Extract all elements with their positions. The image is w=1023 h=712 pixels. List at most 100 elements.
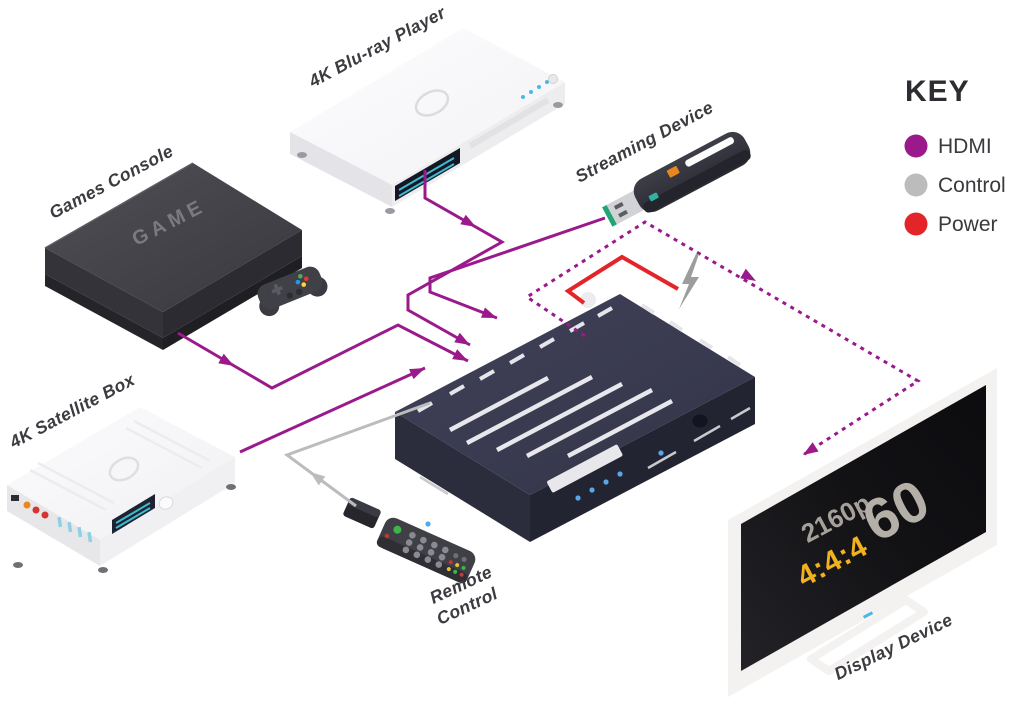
games-console-base-left <box>45 274 163 350</box>
hdmi-arrow <box>409 368 425 380</box>
blu-ray-foot <box>553 102 563 108</box>
satellite-foot <box>226 484 236 490</box>
controller-button-blue <box>295 279 301 285</box>
controller-stick-right <box>295 288 303 296</box>
usb-connector-slot <box>618 209 628 218</box>
controller-stick-left <box>286 292 294 299</box>
connection-lines <box>177 170 921 508</box>
hdmi-line-satellite <box>239 366 426 454</box>
streaming-stick-led <box>648 192 659 202</box>
streaming-stick-body <box>633 131 751 213</box>
remote-power-button <box>393 525 402 534</box>
satellite-display-line <box>115 507 151 529</box>
switcher-power-connector <box>580 292 596 308</box>
key-dot-power <box>904 212 928 236</box>
remote-colored-buttons <box>446 553 467 577</box>
blu-ray-top-circle <box>414 89 450 117</box>
hdmi-arrow <box>452 349 468 361</box>
satellite-front-button <box>158 496 174 510</box>
switcher-input-ports <box>417 306 613 413</box>
satellite-vent <box>133 419 211 463</box>
key-legend: KEY HDMI Control Power <box>904 75 1006 236</box>
tv-power-led <box>862 611 874 619</box>
games-console: GAME <box>44 162 328 350</box>
satellite-port-blue <box>67 521 73 533</box>
satellite-front-ports <box>57 516 93 543</box>
blu-ray-led <box>537 85 541 89</box>
satellite-port-blue <box>87 531 93 543</box>
blu-ray-left-face <box>290 132 392 207</box>
key-dot-control <box>904 173 928 197</box>
tv-stand <box>807 596 928 675</box>
games-console-base-right <box>163 256 302 350</box>
hdmi-line-console <box>177 323 469 390</box>
hdmi-arrow <box>218 353 234 366</box>
satellite-port-blue <box>77 526 83 538</box>
streaming-stick-slot <box>685 137 735 167</box>
satellite-vent <box>37 461 115 505</box>
satellite-vent <box>29 468 107 512</box>
satellite-port-blue <box>57 516 63 528</box>
switcher-vent-slats <box>448 375 674 458</box>
games-console-edge-highlight <box>44 162 194 249</box>
usb-connector-tip <box>602 205 617 227</box>
remote-record-button <box>384 533 390 539</box>
remote-body-shade <box>376 536 468 584</box>
usb-connector-slot <box>613 201 624 210</box>
display-device: 2160p 4:4:4 60 <box>728 368 997 697</box>
switcher-front-leds <box>425 450 664 527</box>
controller-button-yellow <box>301 282 307 287</box>
satellite-rca-red <box>41 511 49 519</box>
ir-receiver-top <box>348 497 381 518</box>
hdmi-arrow <box>740 268 756 281</box>
satellite-top <box>7 407 235 540</box>
remote-body <box>378 517 476 582</box>
power-line <box>564 254 679 305</box>
streaming-stick-shade <box>643 150 751 213</box>
satellite-right-face <box>100 457 235 566</box>
control-arrow <box>310 472 326 486</box>
blu-ray-foot <box>297 152 307 158</box>
hdmi-arrow <box>803 442 819 455</box>
game-controller <box>257 266 328 317</box>
ir-receiver <box>343 497 381 529</box>
hdmi-arrow <box>460 214 476 227</box>
blu-ray-player <box>290 28 565 214</box>
controller-button-green <box>298 273 303 279</box>
switcher-output-ports <box>640 303 742 367</box>
key-title: KEY <box>905 75 970 108</box>
controller-dpad-v <box>273 283 281 296</box>
blu-ray-led <box>545 80 549 84</box>
streaming-device <box>602 131 751 227</box>
switcher-front-slot <box>547 444 623 493</box>
hdmi-line-streaming <box>428 216 606 320</box>
controller-button-red <box>303 276 309 282</box>
blu-ray-button <box>548 74 558 84</box>
switcher-top <box>395 294 755 495</box>
satellite-rca-red <box>32 506 40 514</box>
satellite-rca-orange <box>23 501 31 509</box>
key-label-hdmi: HDMI <box>938 135 992 158</box>
power-bolt-icon <box>679 254 699 309</box>
tv-screen <box>741 385 986 671</box>
satellite-foot <box>98 567 108 573</box>
hdmi-line-output-dashed <box>524 220 921 457</box>
hdmi-switcher <box>395 292 755 542</box>
satellite-box <box>7 407 236 573</box>
satellite-port <box>11 495 19 501</box>
blu-ray-led <box>521 95 525 99</box>
games-console-left-face <box>45 248 163 338</box>
games-console-right-face <box>163 230 302 338</box>
blu-ray-disc-tray <box>468 97 550 149</box>
blu-ray-led <box>529 90 533 94</box>
control-line-remote-to-switcher <box>283 401 431 508</box>
key-label-power: Power <box>938 213 998 236</box>
blu-ray-foot <box>385 208 395 214</box>
remote-button-grid <box>402 531 449 568</box>
switcher-edge-dashes <box>419 406 751 496</box>
hdmi-arrow <box>454 332 470 345</box>
key-dot-hdmi <box>904 134 928 158</box>
games-console-top <box>45 163 302 312</box>
